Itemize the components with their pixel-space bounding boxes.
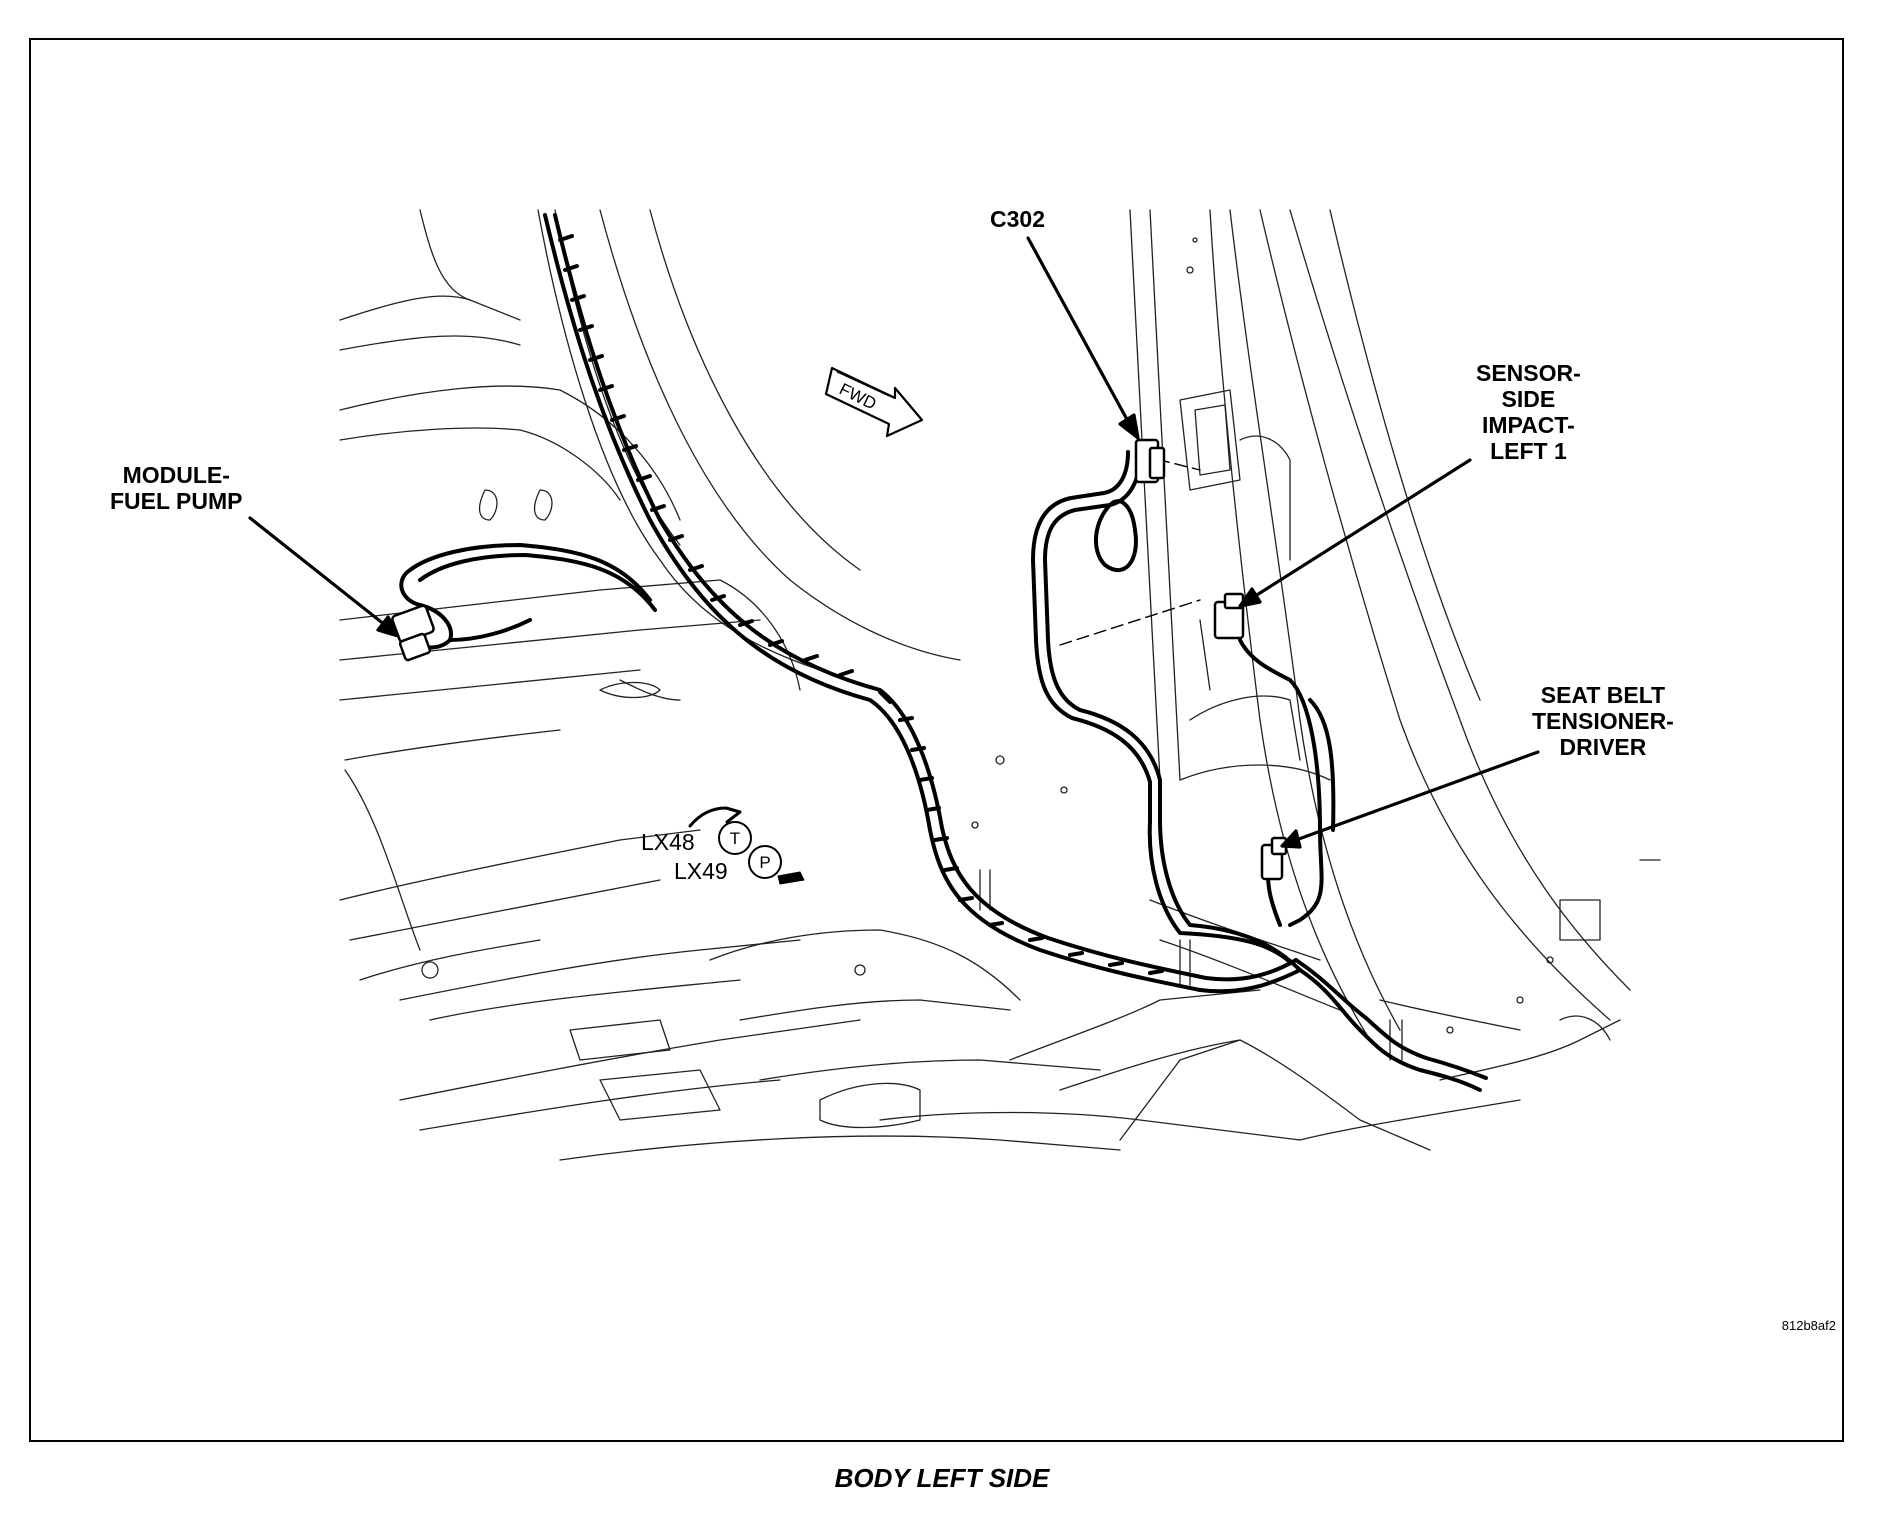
c302-arrowhead xyxy=(1118,413,1140,440)
seat-belt-tensioner-label: SEAT BELT TENSIONER- DRIVER xyxy=(1532,682,1674,760)
fuel-pump-leader xyxy=(248,516,387,627)
locator-symbols: T P xyxy=(688,806,805,885)
wiring-harness xyxy=(399,213,1488,1092)
lx48-label: LX48 xyxy=(641,829,695,855)
p-letter: P xyxy=(759,853,770,872)
figure-caption: BODY LEFT SIDE xyxy=(834,1463,1050,1493)
leader-arrows xyxy=(248,236,1540,849)
sensor-leader xyxy=(1250,458,1472,600)
figure-id: 812b8af2 xyxy=(1781,1318,1836,1333)
lx48-direction-arrow xyxy=(688,806,742,828)
diagram-frame xyxy=(29,38,1844,1442)
module-fuel-pump-label: MODULE- FUEL PUMP xyxy=(110,462,243,514)
fuel-pump-arrowhead xyxy=(376,615,400,638)
lx49-direction-arrow xyxy=(777,871,805,885)
sensor-side-impact-label: SENSOR- SIDE IMPACT- LEFT 1 xyxy=(1476,360,1581,464)
c302-label: C302 xyxy=(990,206,1045,232)
lx49-label: LX49 xyxy=(674,858,728,884)
tensioner-arrowhead xyxy=(1280,829,1302,849)
tensioner-leader xyxy=(1294,750,1540,842)
sensor-arrowhead xyxy=(1238,587,1262,608)
connectors xyxy=(391,438,1288,881)
hidden-lines xyxy=(1059,454,1201,646)
c302-leader xyxy=(1026,236,1132,427)
fwd-arrow-icon: FWD xyxy=(824,366,924,438)
t-circle xyxy=(718,821,752,855)
p-circle xyxy=(748,845,782,879)
t-letter: T xyxy=(730,829,740,848)
body-structure xyxy=(339,209,1661,1161)
